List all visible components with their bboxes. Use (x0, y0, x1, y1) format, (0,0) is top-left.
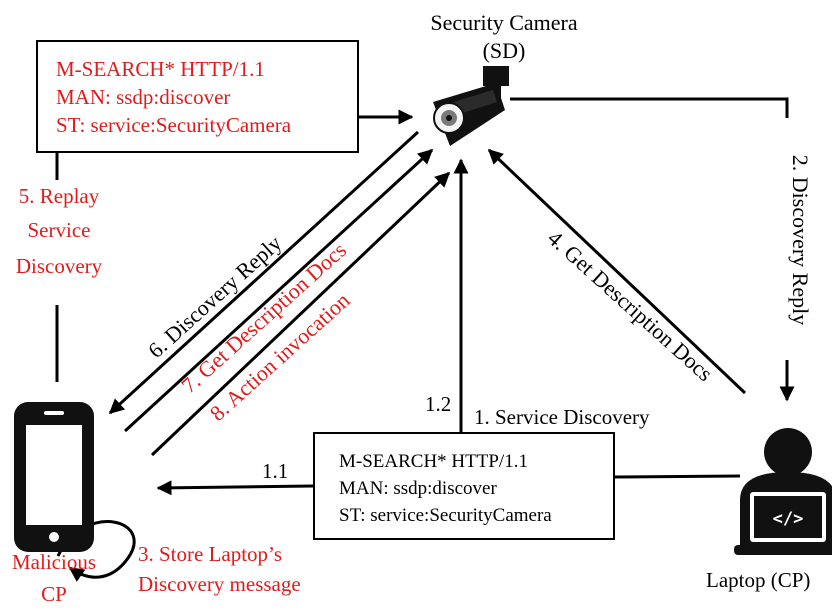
arrow-action-invocation (150, 171, 451, 457)
camera-label-line-1: Security Camera (430, 10, 578, 35)
step-3-line-2: Discovery message (138, 572, 301, 596)
step-2-label: 2. Discovery Reply (788, 154, 813, 326)
arrow-get-description-phone (123, 148, 434, 433)
box-bottom-line-2: MAN: ssdp:discover (339, 478, 497, 499)
box-bottom-line-3: ST: service:SecurityCamera (339, 505, 552, 526)
step-1-2-label: 1.2 (425, 392, 452, 416)
step-5-line-1: 5. Replay (18, 184, 100, 208)
arrow-get-description-laptop (487, 148, 747, 395)
laptop-label: Laptop (CP) (706, 568, 811, 592)
camera-label-line-2: (SD) (482, 38, 526, 63)
phone-label-line-2: CP (41, 582, 67, 606)
smartphone-icon (14, 402, 94, 552)
step-1-1-label: 1.1 (262, 459, 289, 483)
developer-laptop-icon: </> (734, 428, 832, 555)
step-1-label: 1. Service Discovery (474, 405, 650, 429)
svg-text:</>: </> (773, 509, 804, 529)
box-top-line-1: M-SEARCH* HTTP/1.1 (56, 57, 265, 81)
step-5-line-2: Service (27, 218, 91, 242)
arrow-1-1 (156, 480, 314, 496)
box-bottom-line-1: M-SEARCH* HTTP/1.1 (339, 451, 528, 472)
line-box-to-laptop (613, 474, 741, 479)
security-camera-icon (433, 66, 509, 146)
box-top-line-3: ST: service:SecurityCamera (56, 113, 292, 137)
line-discovery-reply-path (510, 97, 789, 118)
step-3-line-1: 3. Store Laptop’s (138, 542, 283, 566)
replay-message-box: M-SEARCH* HTTP/1.1 MAN: ssdp:discover ST… (36, 40, 359, 153)
discovery-message-box: M-SEARCH* HTTP/1.1 MAN: ssdp:discover ST… (313, 432, 615, 540)
phone-label-line-1: Malicious (12, 550, 96, 574)
step-5-line-3: Discovery (15, 254, 103, 278)
box-top-line-2: MAN: ssdp:discover (56, 85, 231, 109)
arrow-discovery-reply-phone (108, 130, 420, 415)
